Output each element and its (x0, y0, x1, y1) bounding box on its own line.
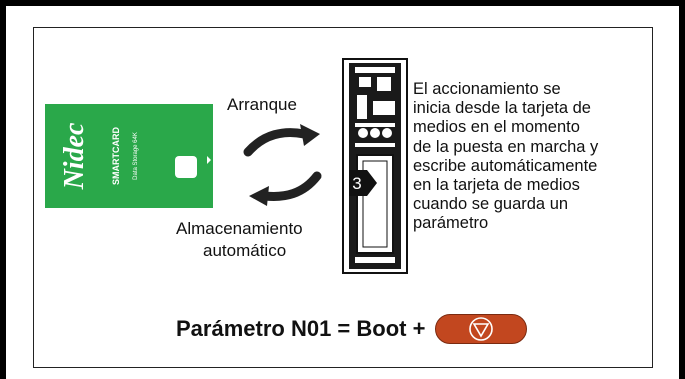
formula-text: Parámetro N01 = Boot + (176, 316, 426, 341)
smartcard-image: Nidec SMARTCARD Data Storage 64K (45, 104, 213, 208)
card-brand: Nidec (59, 122, 90, 190)
arrow-to-card-icon (249, 171, 322, 206)
step-marker: 3 (349, 170, 377, 196)
stop-key-button (435, 314, 528, 344)
card-chip (175, 156, 197, 178)
stop-triangle-icon (469, 317, 494, 341)
arrow-to-drive-icon (243, 124, 320, 157)
card-caption: Data Storage 64K (133, 132, 139, 180)
step-number: 3 (352, 174, 361, 193)
almacenamiento-label: Almacenamiento (176, 219, 303, 238)
description-text: El accionamiento se inicia desde la tarj… (413, 80, 599, 233)
card-model: SMARTCARD (111, 127, 121, 185)
arranque-label: Arranque (227, 95, 297, 114)
automatico-label: automático (203, 241, 287, 260)
drive-unit-image (342, 58, 408, 274)
formula-row: Parámetro N01 = Boot + (176, 314, 528, 344)
